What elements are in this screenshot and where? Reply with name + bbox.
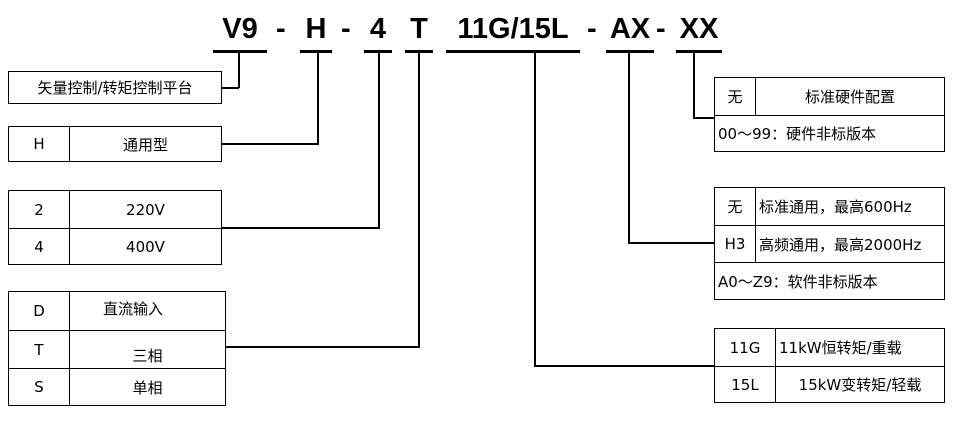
control-platform-box: 矢量控制/转矩控制平台 (8, 71, 222, 104)
type-desc: 通用型 (122, 135, 168, 154)
connector-line (534, 365, 715, 367)
code-dash: - (656, 13, 666, 45)
voltage-table: 2 220V 4 400V (8, 190, 222, 265)
connector-line (378, 52, 380, 228)
voltage-code: 4 (34, 237, 44, 256)
connector-line (221, 87, 239, 89)
software-code: H3 (724, 235, 746, 253)
connector-line (238, 52, 240, 88)
power-desc: 11kW恒转矩/重载 (779, 339, 902, 357)
connector-line (534, 52, 536, 366)
code-segment-h: H (300, 12, 332, 53)
code-segment-ax: AX (606, 12, 654, 53)
code-segment-power: 11G/15L (446, 12, 580, 53)
connector-line (628, 52, 630, 243)
code-segment-t: T (405, 12, 433, 53)
phase-code: D (33, 302, 45, 320)
code-dash: - (341, 13, 351, 45)
connector-line (317, 52, 319, 144)
type-table: H 通用型 (8, 126, 222, 162)
hardware-code: 无 (727, 88, 743, 106)
power-code: 15L (731, 375, 759, 394)
code-power: 11G/15L (457, 13, 569, 45)
phase-desc: 直流输入 (103, 299, 164, 318)
phase-code: S (34, 378, 44, 396)
hardware-table: 无 标准硬件配置 00～99：硬件非标版本 (714, 77, 945, 152)
connector-line (221, 227, 380, 229)
phase-desc: 三相 (132, 347, 163, 365)
code-ax: AX (609, 13, 651, 45)
voltage-desc: 400V (126, 237, 165, 256)
power-code: 11G (729, 338, 761, 357)
code-segment-4: 4 (364, 12, 392, 53)
connector-line (418, 52, 420, 347)
code-dash: - (276, 13, 286, 45)
code-segment-v9: V9 (213, 12, 267, 53)
power-desc: 15kW变转矩/轻载 (798, 376, 922, 394)
code-segment-xx: XX (676, 12, 722, 53)
code-t: T (410, 13, 428, 45)
software-code: 无 (727, 198, 743, 216)
code-h: H (305, 13, 327, 45)
hardware-desc: 标准硬件配置 (804, 88, 895, 106)
voltage-code: 2 (34, 200, 44, 219)
power-table: 11G 11kW恒转矩/重载 15L 15kW变转矩/轻载 (714, 328, 945, 403)
connector-line (221, 143, 319, 145)
connector-line (693, 52, 695, 118)
software-desc: 标准通用，最高600Hz (759, 198, 912, 216)
code-xx: XX (679, 13, 719, 45)
software-note: A0～Z9：软件非标版本 (718, 272, 878, 291)
code-dash: - (587, 13, 597, 45)
phase-desc: 单相 (132, 378, 163, 397)
voltage-desc: 220V (126, 200, 165, 219)
control-platform-label: 矢量控制/转矩控制平台 (37, 79, 193, 97)
code-v9: V9 (222, 13, 258, 45)
code-4: 4 (369, 13, 387, 45)
software-table: 无 标准通用，最高600Hz H3 高频通用，最高2000Hz A0～Z9：软件… (714, 187, 945, 300)
phase-table: D 直流输入 T 三相 S 单相 (8, 291, 226, 406)
connector-line (226, 346, 420, 348)
connector-line (628, 242, 715, 244)
connector-line (693, 117, 715, 119)
hardware-note: 00～99：硬件非标版本 (718, 125, 877, 143)
software-desc: 高频通用，最高2000Hz (759, 235, 922, 254)
phase-code: T (34, 340, 44, 359)
type-code: H (33, 135, 45, 153)
